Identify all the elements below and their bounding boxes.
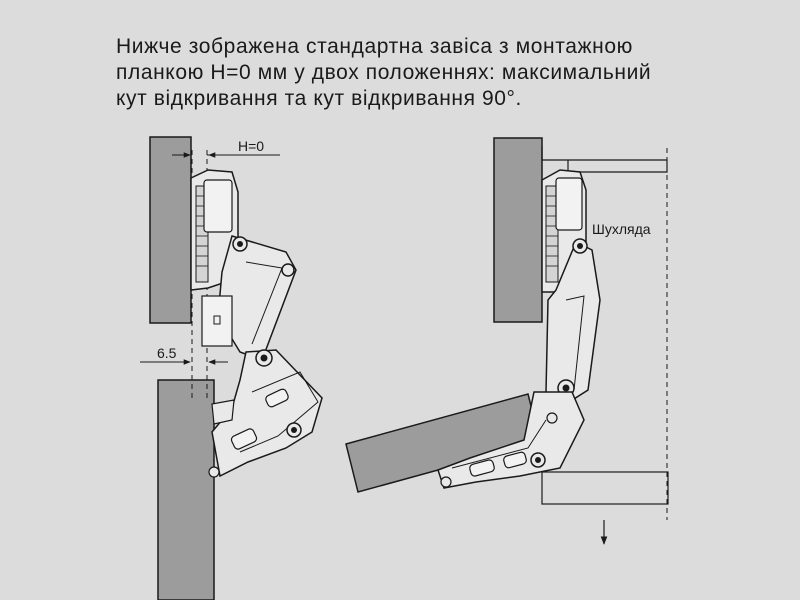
left-cabinet-panel (149, 136, 192, 324)
caption-line-1: Нижче зображена стандартна завіса з монт… (116, 35, 633, 58)
left-door-panel (157, 379, 215, 600)
gap-dimension-label: 6.5 (157, 345, 177, 361)
drawer-label: Шухляда (592, 221, 651, 237)
diagram-caption: Нижче зображена стандартна завіса з монт… (116, 34, 736, 112)
drawer-outline-top (541, 146, 668, 173)
h-zero-label: H=0 (238, 138, 264, 154)
caption-line-3: кут відкривання та кут відкривання 90°. (116, 87, 522, 110)
left-hinge-figure: H=0 6.5 (140, 136, 323, 600)
right-hinge-figure: Шухляда (345, 137, 669, 545)
drawer-outline-bottom (541, 471, 669, 505)
right-cabinet-panel (493, 137, 543, 323)
caption-line-2: планкою H=0 мм у двох положеннях: максим… (116, 61, 652, 84)
